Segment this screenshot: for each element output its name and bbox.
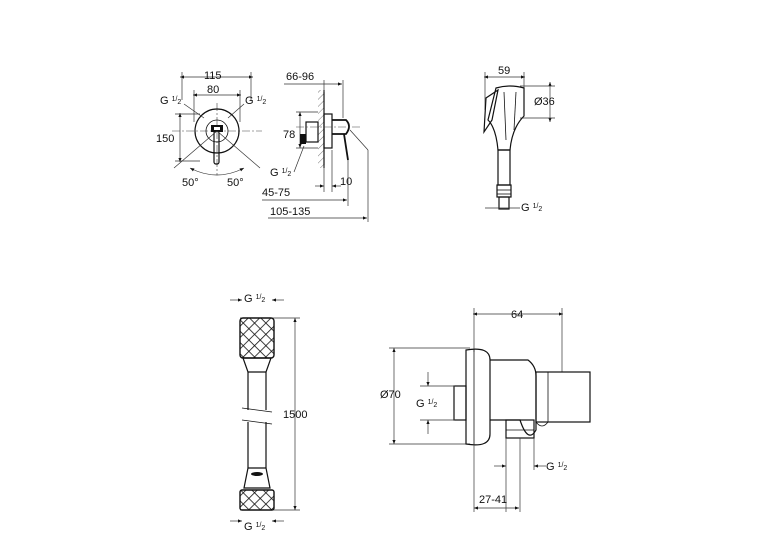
dim-label-70: Ø70 [380, 389, 401, 401]
dim-label-36: Ø36 [534, 96, 555, 108]
grip-collar [496, 184, 512, 198]
leader-line [293, 145, 305, 173]
hose-break [241, 407, 273, 413]
elbow-inlet [453, 385, 467, 421]
dim-label-10: 10 [340, 176, 352, 188]
dim-label-64: 64 [511, 309, 523, 321]
hose-break [241, 419, 273, 425]
elbow-body [490, 359, 537, 436]
holder-contour [535, 421, 549, 427]
angle-arc [189, 167, 245, 176]
dim-label-78: 78 [283, 129, 295, 141]
dim-label-80: 80 [207, 84, 219, 96]
angle-label-left: 50° [182, 177, 199, 189]
hose-nut-bottom [239, 489, 275, 511]
dim-label-1500: 1500 [283, 409, 307, 421]
dim-label-45-75: 45-75 [262, 187, 290, 199]
valve-body [305, 121, 319, 143]
leader-line [227, 103, 245, 119]
dim-label-105-135: 105-135 [270, 206, 310, 218]
shower-head [487, 85, 525, 151]
rosette-side [323, 113, 333, 149]
dim-label-150: 150 [156, 133, 174, 145]
hose-ferrule-mark [251, 472, 263, 476]
dim-label-66-96: 66-96 [286, 71, 314, 83]
head-contour [503, 91, 507, 141]
outlet-nipple [498, 196, 510, 210]
angle-line-right [216, 130, 261, 169]
elbow-rosette [465, 348, 491, 446]
hose-segment-lower [247, 422, 267, 468]
hose-segment-upper [247, 372, 267, 410]
handle-body [332, 119, 350, 135]
dim-label-115: 115 [204, 70, 222, 82]
trigger-lever [483, 88, 499, 135]
hose-cone-top [242, 357, 272, 373]
angle-label-right: 50° [227, 177, 244, 189]
valve-inlet [300, 134, 306, 144]
head-contour [513, 91, 517, 131]
hose-cone-bottom [243, 467, 271, 489]
hose-nut-top [239, 317, 275, 359]
holder-block [535, 371, 591, 423]
dim-label-27-41: 27-41 [479, 494, 507, 506]
angle-line-left [173, 130, 218, 169]
wall-section [318, 90, 324, 168]
cartridge-slot [214, 127, 220, 130]
rosette-inner [205, 119, 229, 143]
lever-swing [349, 129, 369, 151]
dim-label-59: 59 [498, 65, 510, 77]
lever-handle [213, 130, 220, 165]
shower-grip [497, 149, 511, 186]
handle-lever [343, 133, 349, 161]
rosette-outer [194, 108, 240, 154]
